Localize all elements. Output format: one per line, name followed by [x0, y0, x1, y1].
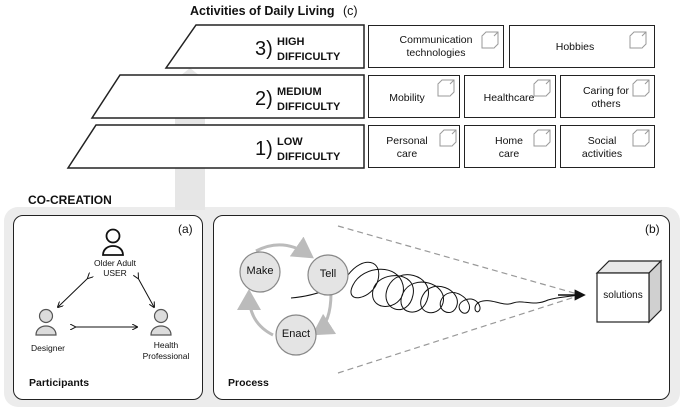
tier-shapes: [66, 24, 365, 169]
tier-low-line2: DIFFICULTY: [277, 151, 341, 163]
tier-high-number: 3): [255, 38, 273, 60]
tier-high-line2: DIFFICULTY: [277, 51, 341, 63]
health-professional-icon: [150, 308, 172, 336]
cone-top-line: [337, 225, 582, 296]
tier-high-line1: HIGH: [277, 36, 305, 48]
user-label-line2: USER: [103, 268, 127, 278]
cycle-arrow-tell-enact: [311, 292, 337, 336]
adl-tag: (c): [343, 4, 358, 18]
designer-label: Designer: [30, 343, 66, 353]
cycle-arrow-make-tell: [255, 236, 314, 259]
activity-social-label: Social activities: [581, 135, 623, 160]
process-diagram: [237, 225, 663, 374]
activity-home-care-label: Home care: [494, 135, 523, 160]
cube-icon: [533, 129, 551, 147]
cocreation-title: CO-CREATION: [28, 193, 112, 207]
cube-icons: [437, 31, 650, 147]
enact-node: [275, 314, 317, 356]
activity-cell-communication: Communication technologies: [368, 25, 504, 68]
tell-label: Tell: [319, 268, 337, 280]
adl-title: Activities of Daily Living: [190, 4, 335, 18]
tier-medium-line2: DIFFICULTY: [277, 101, 341, 113]
make-node: [239, 251, 281, 293]
solutions-label: solutions: [603, 290, 643, 301]
activity-mobility-label: Mobility: [389, 92, 425, 104]
process-title: Process: [228, 377, 269, 389]
activity-personal-care-label: Personal care: [386, 135, 428, 160]
participants-panel: [13, 215, 203, 400]
tier-medium-number: 2): [255, 88, 273, 110]
arrow-user-designer: [58, 278, 88, 307]
participants-title: Participants: [29, 377, 90, 389]
process-tag: (b): [645, 222, 660, 236]
cube-icon: [632, 79, 650, 97]
cycle-arrow-enact-make: [237, 289, 274, 337]
arrow-user-health: [138, 278, 154, 307]
cube-icon: [439, 129, 457, 147]
tier-low-number: 1): [255, 138, 273, 160]
tangle-scribble: [290, 261, 579, 314]
solutions-cube: [595, 259, 663, 324]
activity-communication-label: Communication technologies: [399, 34, 473, 59]
cube-icon: [629, 31, 647, 49]
tier-low-shape: [66, 124, 365, 169]
cube-icon: [481, 31, 499, 49]
cube-icon: [632, 129, 650, 147]
older-adult-user-icon: [102, 228, 124, 256]
health-label-line1: Health: [153, 340, 179, 350]
cone-bottom-line: [337, 294, 582, 374]
enact-label: Enact: [281, 328, 311, 340]
user-label-line1: Older Adult: [93, 258, 137, 268]
participants-tag: (a): [178, 222, 193, 236]
participants-diagram: [35, 228, 172, 336]
tier-high-shape: [164, 24, 365, 69]
tier-medium-line1: MEDIUM: [277, 86, 322, 98]
tier-low-line1: LOW: [277, 136, 303, 148]
activity-hobbies-label: Hobbies: [555, 41, 595, 53]
activity-healthcare-label: Healthcare: [483, 92, 535, 104]
cube-icon: [437, 79, 455, 97]
make-label: Make: [246, 265, 274, 277]
tell-node: [307, 254, 349, 296]
tier-medium-shape: [90, 74, 365, 119]
cube-icon: [533, 79, 551, 97]
health-label-line2: Professional: [142, 351, 190, 361]
designer-icon: [35, 308, 57, 336]
activity-caring-label: Caring for others: [582, 85, 630, 110]
